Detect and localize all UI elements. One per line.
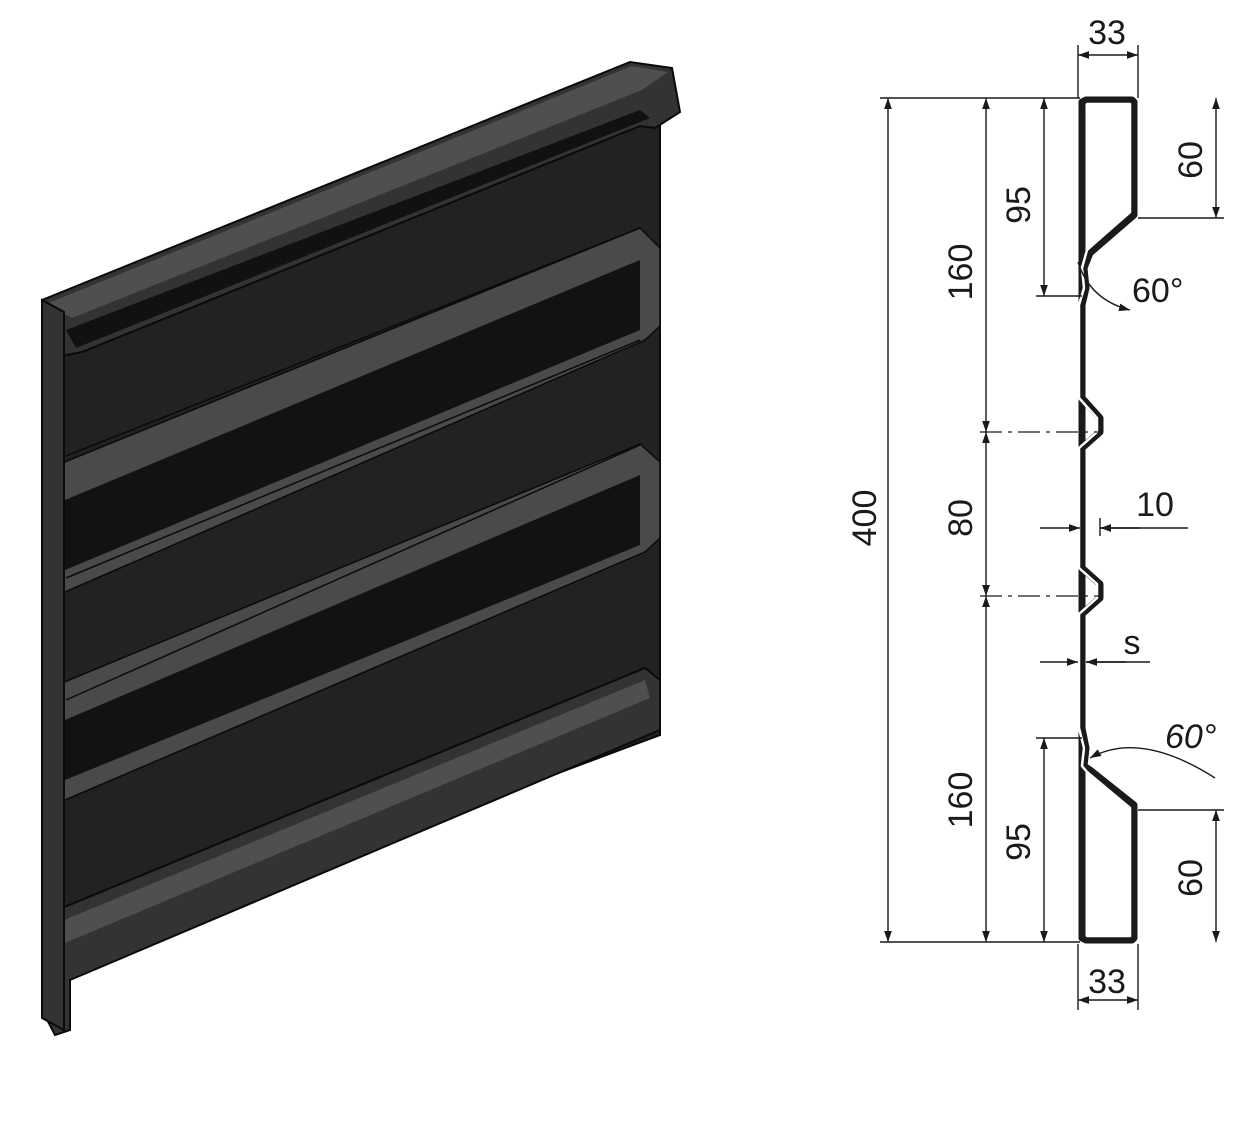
dim-lower-hook-depth: 95 <box>1000 823 1038 861</box>
dim-lower-flange: 60 <box>1172 859 1210 897</box>
dim-rib-depth: 10 <box>1136 486 1174 524</box>
profile-inner-line <box>1077 102 1132 938</box>
panel-cross-section-profile: 33 33 400 160 80 160 95 95 60 <box>846 14 1224 1010</box>
dim-top-width: 33 <box>1088 14 1126 52</box>
profile-outline <box>1078 96 1138 944</box>
panel-top-lip-highlight <box>46 66 668 318</box>
panel-bottom-lip-highlight <box>52 680 650 945</box>
dim-lower-span: 160 <box>942 772 980 829</box>
dim-middle-span: 80 <box>942 499 980 537</box>
dim-bottom-width: 33 <box>1088 963 1126 1001</box>
panel-left-edge <box>41 298 65 1032</box>
panel-3d-render <box>40 60 682 1037</box>
dim-upper-hook-depth: 95 <box>1000 186 1038 224</box>
dim-upper-flange: 60 <box>1172 141 1210 179</box>
dim-total-height: 400 <box>846 490 884 547</box>
dim-thickness: s <box>1124 624 1141 662</box>
dim-upper-angle: 60° <box>1132 272 1183 310</box>
dim-upper-span: 160 <box>942 244 980 301</box>
dim-lower-angle: 60° <box>1165 718 1216 756</box>
